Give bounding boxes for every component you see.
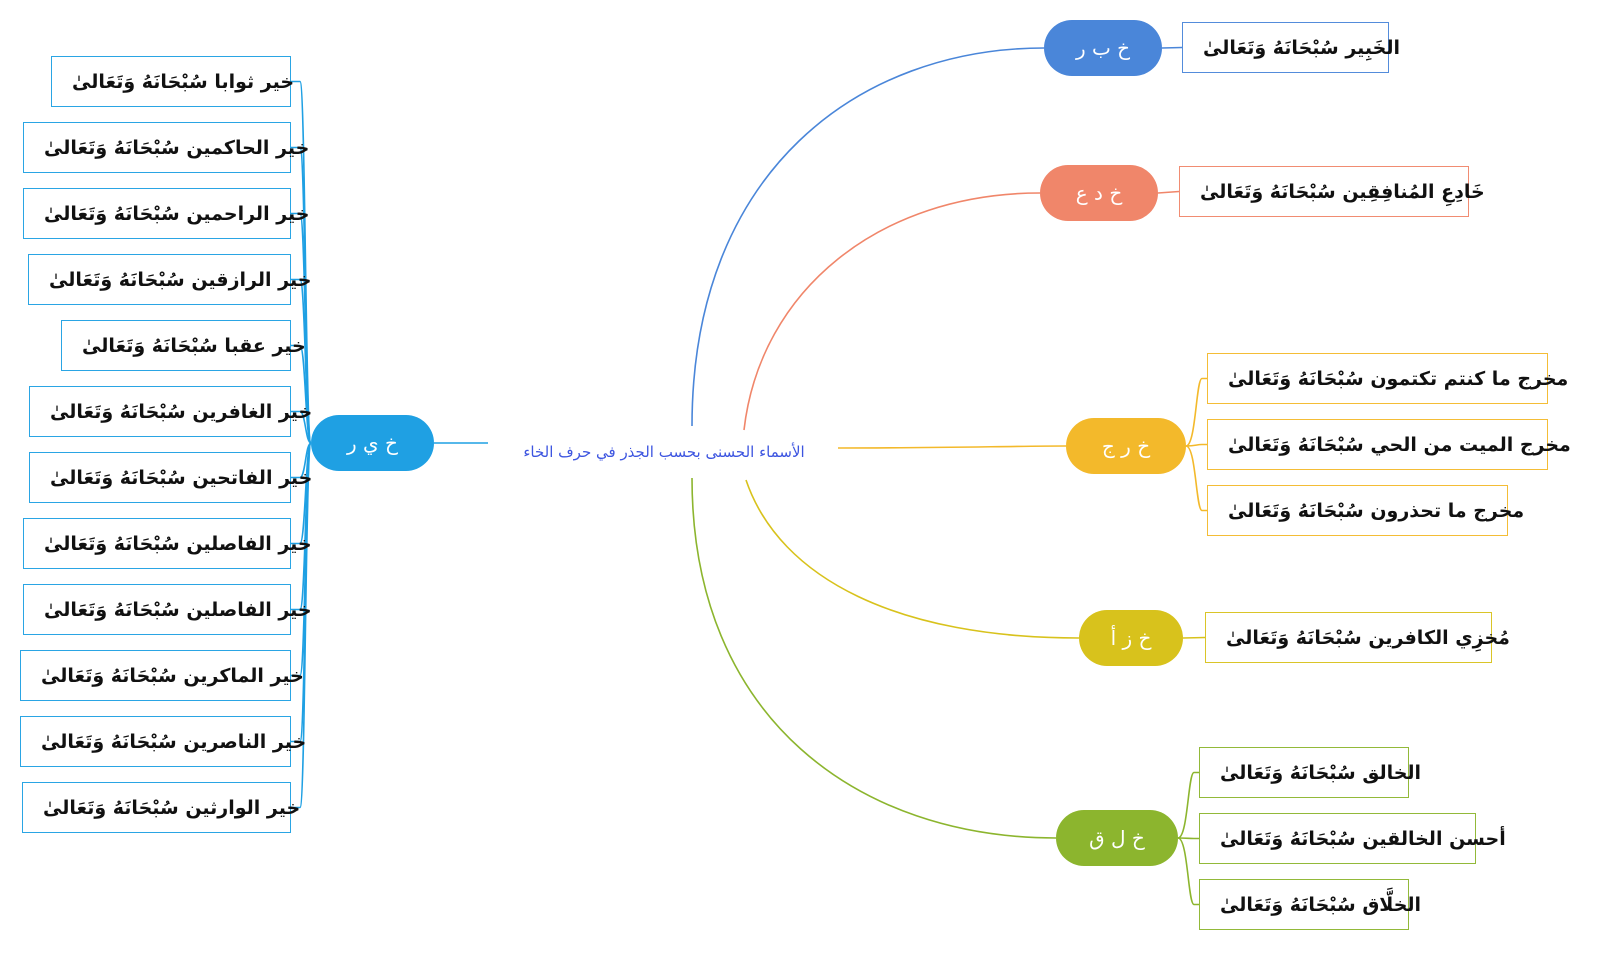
leaf-connector <box>1185 445 1207 512</box>
leaf-connector <box>1177 771 1199 839</box>
name-node[interactable]: مخرج ما كنتم تكتمون سُبْحَانَهُ وَتَعَال… <box>1207 353 1568 404</box>
root-node[interactable]: خ ر ج <box>1066 418 1186 474</box>
leaf-connector <box>1157 190 1180 194</box>
name-node[interactable]: خير الناصرين سُبْحَانَهُ وَتَعَالىٰ <box>20 716 306 767</box>
name-node[interactable]: خير عقبا سُبْحَانَهُ وَتَعَالىٰ <box>61 320 306 371</box>
name-node[interactable]: أحسن الخالقين سُبْحَانَهُ وَتَعَالىٰ <box>1199 813 1506 864</box>
name-node[interactable]: خَادِعِ المُنافِقِين سُبْحَانَهُ وَتَعَا… <box>1179 166 1485 217</box>
root-node[interactable]: خ ز أ <box>1079 610 1183 666</box>
name-node[interactable]: خير الفاصلين سُبْحَانَهُ وَتَعَالىٰ <box>23 584 312 635</box>
name-node[interactable]: خير الوارثين سُبْحَانَهُ وَتَعَالىٰ <box>22 782 300 833</box>
leaf-connector <box>1177 837 1199 906</box>
branch-connector <box>691 47 1045 427</box>
central-topic[interactable]: الأسماء الحسنى بحسب الجذر في حرف الخاء <box>523 443 805 461</box>
leaf-connector <box>1161 46 1183 49</box>
branch-connector <box>745 479 1080 639</box>
name-node[interactable]: خير الفاتحين سُبْحَانَهُ وَتَعَالىٰ <box>29 452 312 503</box>
leaf-connector <box>1182 636 1206 639</box>
root-node[interactable]: خ ل ق <box>1056 810 1178 866</box>
name-node[interactable]: خير الحاكمين سُبْحَانَهُ وَتَعَالىٰ <box>23 122 309 173</box>
branch-connector <box>691 477 1057 839</box>
branch-connector <box>743 192 1041 431</box>
leaf-connector <box>1177 837 1199 840</box>
name-node[interactable]: خير الغافرين سُبْحَانَهُ وَتَعَالىٰ <box>29 386 312 437</box>
leaf-connector <box>1185 443 1207 447</box>
leaf-connector <box>291 344 312 444</box>
name-node[interactable]: خير الماكرين سُبْحَانَهُ وَتَعَالىٰ <box>20 650 304 701</box>
name-node[interactable]: خير ثوابا سُبْحَانَهُ وَتَعَالىٰ <box>51 56 294 107</box>
name-node[interactable]: خير الفاصلين سُبْحَانَهُ وَتَعَالىٰ <box>23 518 312 569</box>
name-node[interactable]: الخلَّاق سُبْحَانَهُ وَتَعَالىٰ <box>1199 879 1421 930</box>
root-node[interactable]: خ د ع <box>1040 165 1158 221</box>
leaf-connector <box>291 442 312 809</box>
name-node[interactable]: الخالق سُبْحَانَهُ وَتَعَالىٰ <box>1199 747 1421 798</box>
name-node[interactable]: خير الرازقين سُبْحَانَهُ وَتَعَالىٰ <box>28 254 311 305</box>
root-node[interactable]: خ ب ر <box>1044 20 1162 76</box>
leaf-connector <box>1185 377 1207 447</box>
name-node[interactable]: مخرج ما تحذرون سُبْحَانَهُ وَتَعَالىٰ <box>1207 485 1524 536</box>
name-node[interactable]: خير الراحمين سُبْحَانَهُ وَتَعَالىٰ <box>23 188 309 239</box>
leaf-connector <box>291 410 312 444</box>
name-node[interactable]: مخرج الميت من الحي سُبْحَانَهُ وَتَعَالى… <box>1207 419 1571 470</box>
branch-connector <box>837 445 1067 449</box>
root-node[interactable]: خ ي ر <box>311 415 434 471</box>
name-node[interactable]: مُخزِي الكافرين سُبْحَانَهُ وَتَعَالىٰ <box>1205 612 1510 663</box>
name-node[interactable]: الخَبِير سُبْحَانَهُ وَتَعَالىٰ <box>1182 22 1400 73</box>
